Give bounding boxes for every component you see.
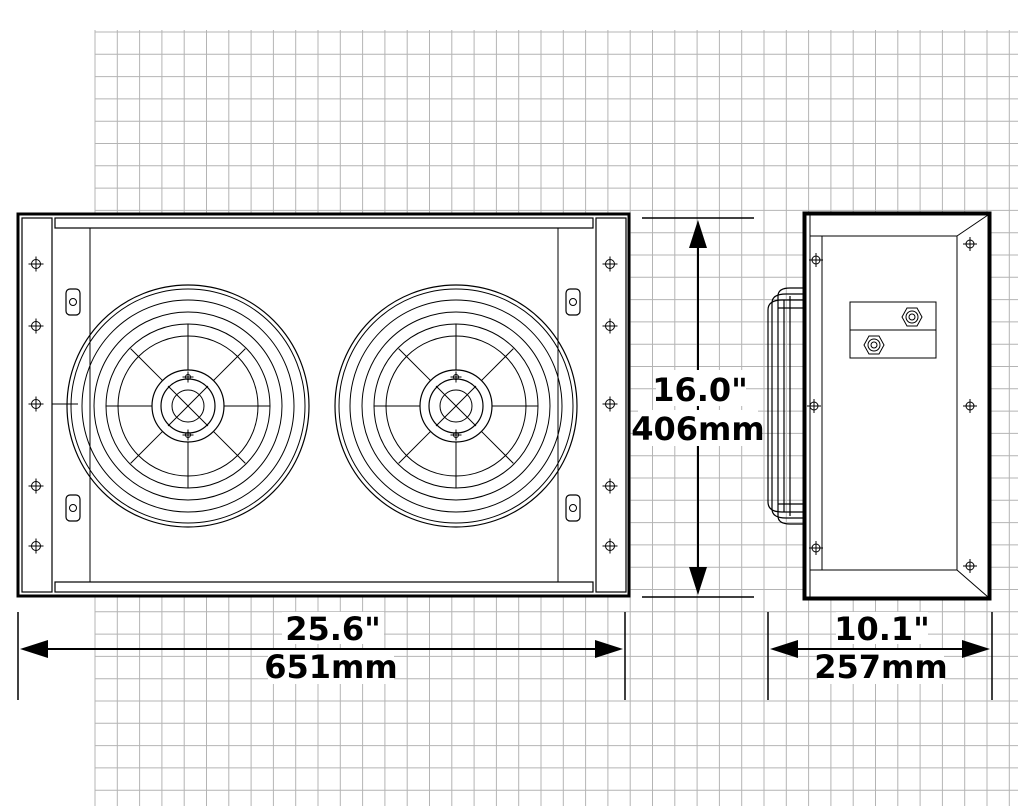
screw-icon	[182, 371, 194, 383]
height-mm-label: 406mm	[631, 410, 764, 448]
screw-icon	[602, 256, 618, 272]
handle-slot	[565, 494, 581, 522]
screw-icon	[963, 559, 977, 573]
screw-icon	[602, 318, 618, 334]
handle-slot	[65, 494, 81, 522]
screw-icon	[28, 318, 44, 334]
width-inches-label: 25.6"	[285, 610, 381, 648]
front-left-rail	[21, 217, 53, 593]
screw-icon	[28, 256, 44, 272]
screw-icon	[602, 396, 618, 412]
screw-icon	[450, 429, 462, 441]
dimension-lines	[17, 217, 993, 700]
height-arrow-top	[689, 220, 707, 248]
screw-icon	[450, 371, 462, 383]
screw-icon	[963, 237, 977, 251]
screw-icon	[28, 478, 44, 494]
side-view	[767, 211, 992, 601]
depth-inches-label: 10.1"	[834, 610, 930, 648]
screw-icon	[809, 541, 823, 555]
screw-icon	[28, 396, 44, 412]
front-baffle	[89, 227, 559, 583]
screw-icon	[602, 538, 618, 554]
screw-icon	[602, 478, 618, 494]
handle-slot	[65, 288, 81, 316]
width-arrow-right	[595, 640, 623, 658]
depth-arrow-left	[770, 640, 798, 658]
screw-icon	[809, 253, 823, 267]
handle-slot	[565, 288, 581, 316]
screw-icon	[963, 399, 977, 413]
depth-mm-label: 257mm	[814, 648, 947, 686]
front-view	[16, 212, 631, 598]
side-cabinet-outline	[802, 211, 992, 601]
height-arrow-bottom	[689, 567, 707, 595]
height-inches-label: 16.0"	[652, 371, 748, 409]
speakon-connector-icon	[901, 307, 923, 327]
screw-icon	[807, 399, 821, 413]
depth-arrow-right	[962, 640, 990, 658]
woofer-grille	[334, 284, 578, 528]
speakon-connector-icon	[863, 335, 885, 355]
side-grille-protrusion	[767, 287, 805, 525]
front-right-rail	[595, 217, 627, 593]
width-arrow-left	[20, 640, 48, 658]
front-cabinet-outline	[16, 212, 631, 598]
screw-icon	[182, 429, 194, 441]
screw-icon	[28, 538, 44, 554]
woofer-grille	[66, 284, 310, 528]
width-mm-label: 651mm	[264, 648, 397, 686]
